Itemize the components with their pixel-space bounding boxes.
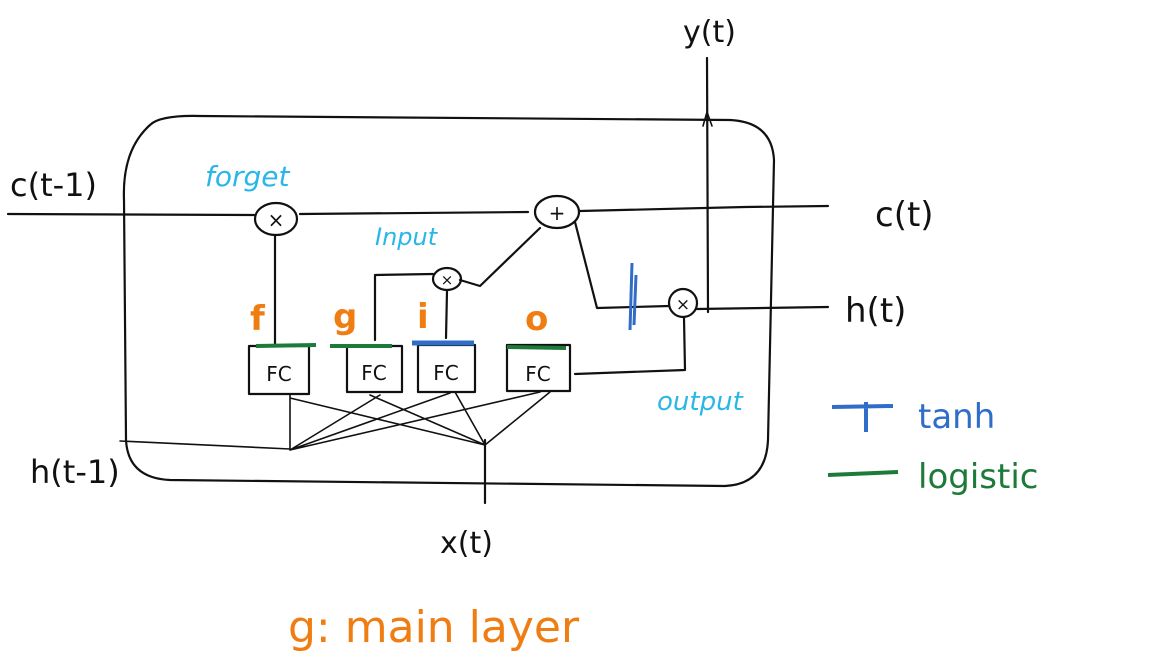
h-t-label: h(t) [845, 291, 906, 331]
y-arrowhead [702, 109, 713, 127]
forget-label: forget [205, 160, 291, 193]
forget-multiply-symbol: × [268, 208, 285, 232]
output-multiply-node [667, 287, 699, 319]
cell-boundary [122, 114, 776, 488]
fc-label-i: FC [433, 361, 458, 385]
legend-tanh-label: tanh [918, 397, 995, 437]
add-node [533, 194, 581, 230]
c-t-label: c(t) [875, 195, 934, 235]
add-to-output-path [573, 220, 671, 310]
input-label: Input [375, 223, 439, 251]
legend-logistic-label: logistic [918, 457, 1038, 497]
i-to-input-mult [444, 289, 449, 340]
h-prev-input-line [119, 440, 291, 450]
forget-multiply-node [253, 201, 299, 237]
output-label: output [657, 387, 744, 417]
y-t-label: y(t) [683, 15, 736, 50]
c-prev-label: c(t-1) [10, 166, 97, 204]
cell-state-line [6, 204, 830, 217]
o-to-output-mult [573, 316, 687, 376]
legend: tanh logistic [827, 397, 1038, 497]
tanh-marker [628, 262, 638, 331]
h-output-line [695, 305, 830, 311]
gate-letter-o: o [525, 299, 548, 339]
fc-box-i: FC [412, 340, 477, 394]
gate-letter-i: i [417, 297, 429, 337]
caption: g: main layer [288, 602, 580, 653]
input-multiply-symbol: × [441, 271, 454, 289]
legend-tanh-swatch [831, 402, 894, 432]
input-fan-lines [289, 391, 551, 451]
x-t-label: x(t) [440, 526, 493, 561]
h-prev-label: h(t-1) [30, 453, 120, 491]
y-output-line [705, 56, 710, 314]
fc-box-o: FC [505, 343, 572, 393]
fc-label-o: FC [525, 362, 550, 386]
fc-box-g: FC [330, 344, 404, 394]
gate-letter-g: g [333, 297, 357, 337]
g-to-input-mult [373, 272, 435, 342]
fc-label-g: FC [361, 361, 386, 385]
legend-logistic-swatch [827, 470, 899, 477]
fc-label-f: FC [266, 362, 291, 386]
input-mult-to-add [458, 226, 542, 288]
output-multiply-symbol: × [676, 295, 690, 315]
add-symbol: + [549, 201, 566, 225]
fc-box-f: FC [247, 343, 317, 396]
gate-letter-f: f [250, 299, 266, 339]
